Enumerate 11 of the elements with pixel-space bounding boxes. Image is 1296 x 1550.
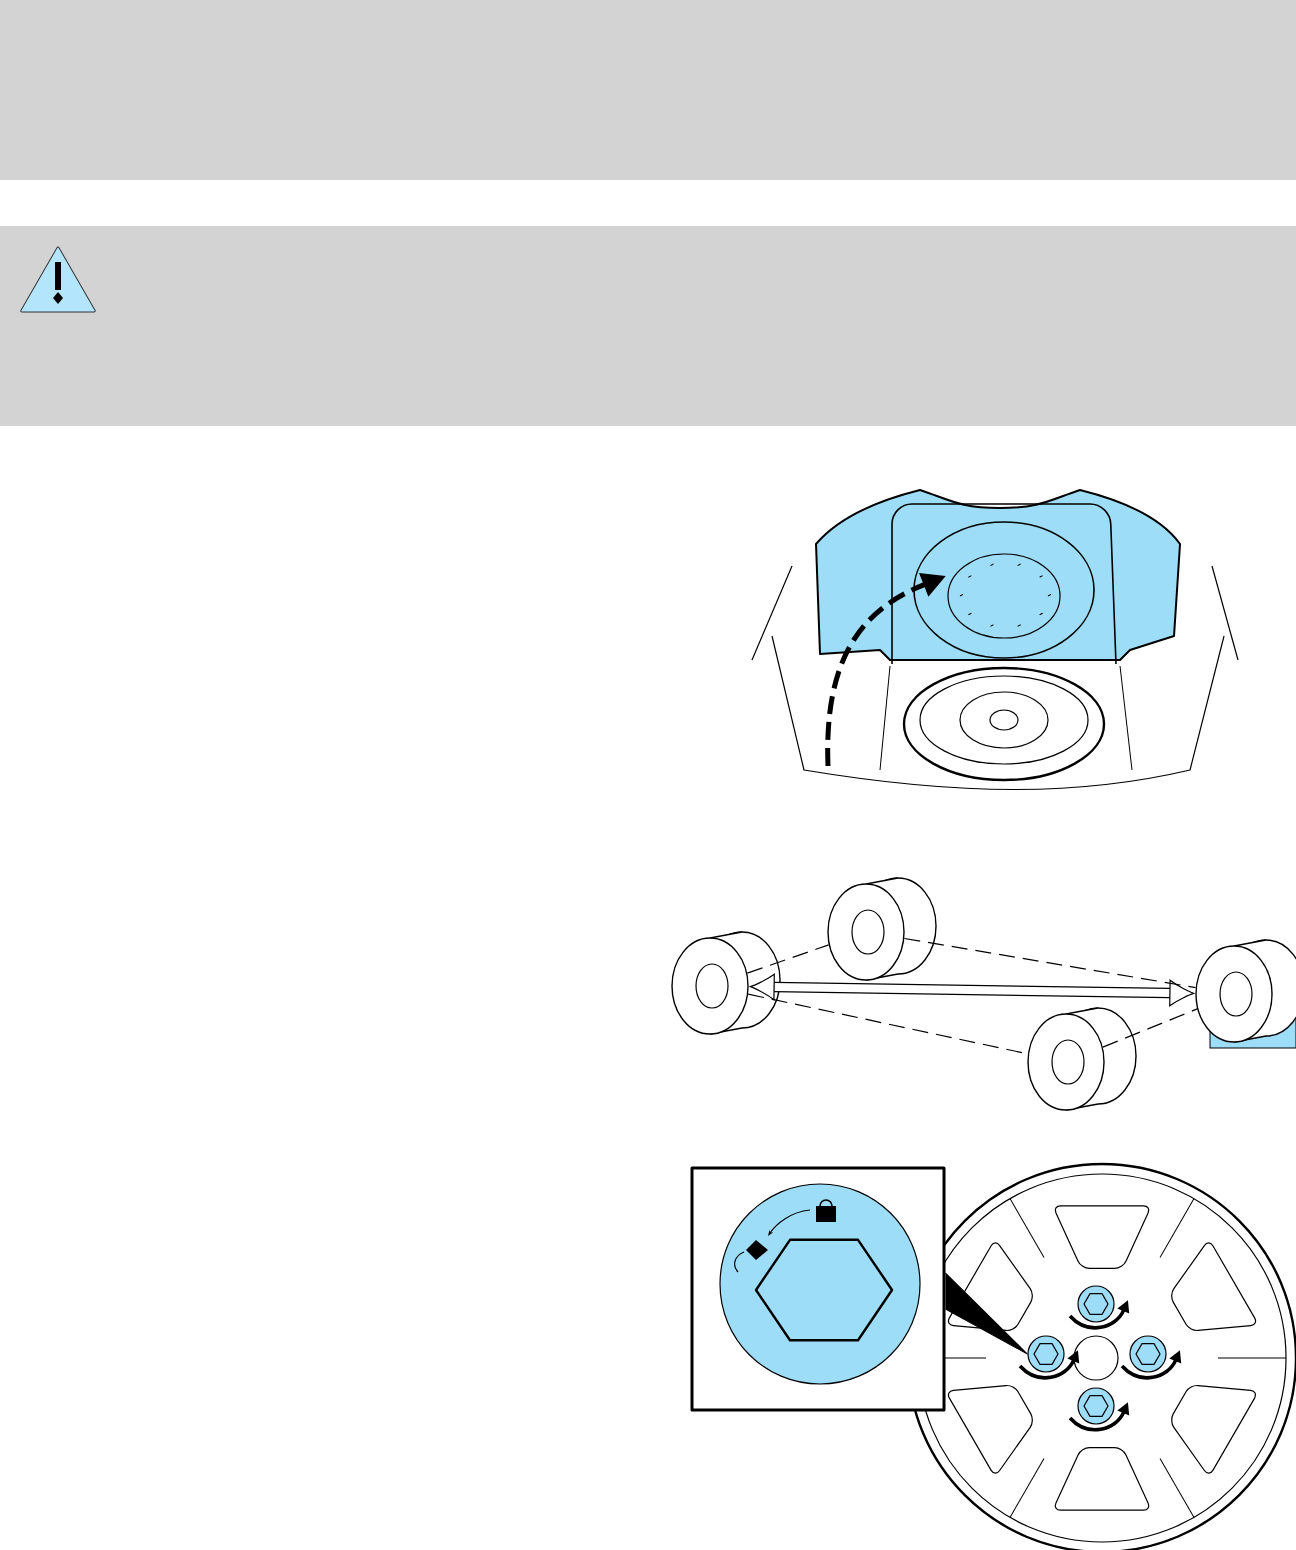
- leader-line: [945, 1272, 1028, 1355]
- tire: [1027, 1007, 1137, 1111]
- dashed-line: [746, 944, 830, 974]
- tire: [1195, 939, 1296, 1043]
- double-arrow: [749, 973, 1195, 1007]
- tire: [827, 877, 937, 981]
- dashed-line: [1102, 1008, 1198, 1048]
- dashed-line: [903, 937, 1197, 989]
- magnified-inset: [690, 1166, 946, 1412]
- tire: [671, 931, 781, 1035]
- lug-nut: [1027, 1335, 1065, 1373]
